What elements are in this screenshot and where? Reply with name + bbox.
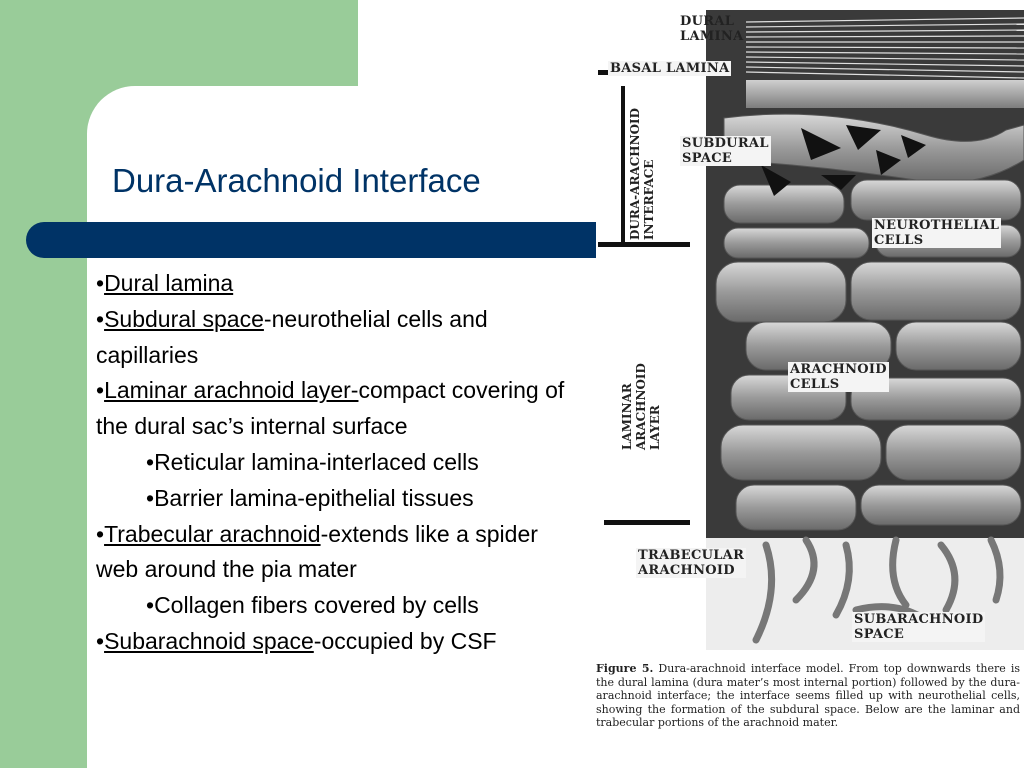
figure-caption: Figure 5. Dura-arachnoid interface model… [596,662,1020,730]
figure-illustration [598,10,1024,650]
bullet-item: •Dural lamina [96,270,234,296]
subdural-wedges [761,125,926,196]
slide-title: Dura-Arachnoid Interface [112,162,481,199]
title-underline-bar [26,222,596,258]
neurothelial-cells [715,113,1024,323]
bullet-link[interactable]: Subdural space [104,305,264,332]
basal-lamina-band [746,80,1024,108]
bullet-list: •Dural lamina •Subdural space-neurotheli… [96,266,586,660]
dural-fibers [745,17,1024,79]
label-basal-lamina: BASAL LAMINA [608,61,732,76]
bullet-item: •Laminar arachnoid layer-compact coverin… [96,377,565,440]
bullet-link[interactable]: Subarachnoid space [104,627,314,654]
bullet-item: •Trabecular arachnoid-extends like a spi… [96,520,538,583]
bullet-link[interactable]: Laminar arachnoid layer- [104,377,359,404]
bullet-link[interactable]: Trabecular arachnoid [104,520,321,547]
sub-bullet-item: •Barrier lamina-epithelial tissues [146,484,474,511]
sub-bullet-item: •Reticular lamina-interlaced cells [146,448,479,475]
sub-bullet-item: •Collagen fibers covered by cells [146,592,479,619]
bullet-link[interactable]: Dural lamina [104,270,234,296]
bullet-item: •Subarachnoid space-occupied by CSF [96,627,497,654]
bullet-item: •Subdural space-neurothelial cells and c… [96,305,488,368]
arachnoid-cells [720,321,1022,531]
